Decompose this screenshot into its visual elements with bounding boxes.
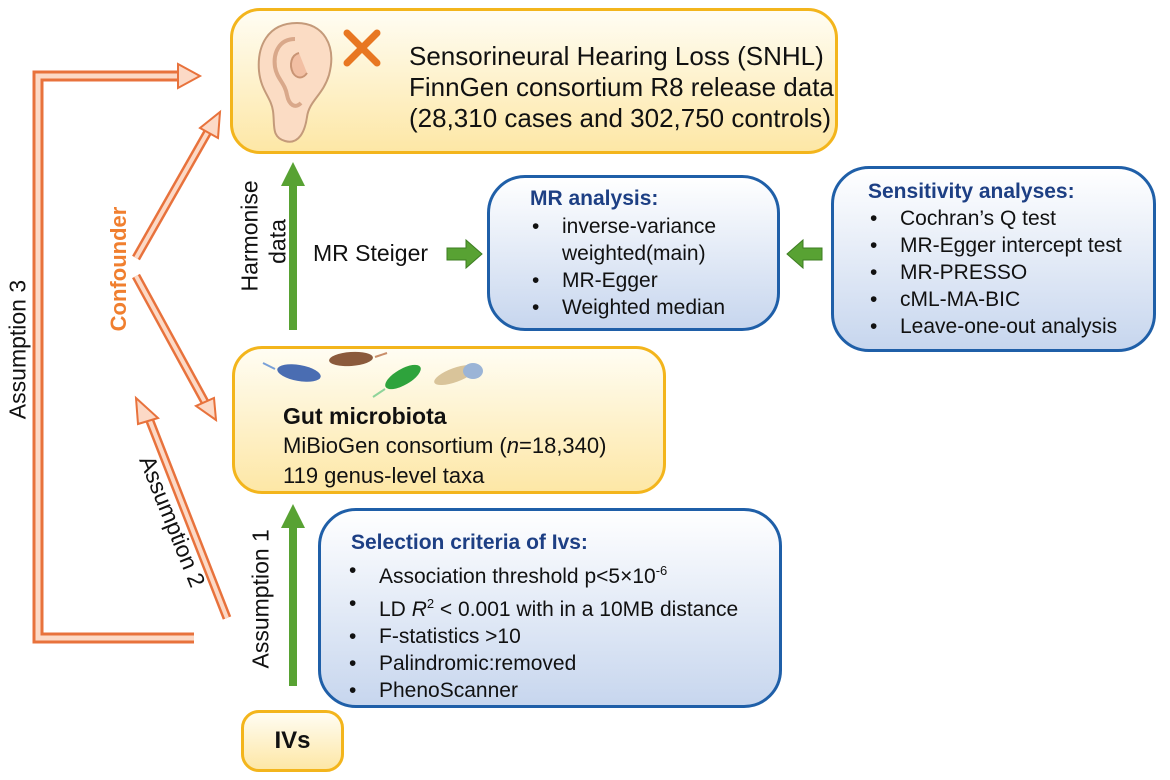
confounder-arrow-down — [132, 273, 218, 423]
assumption2-arrow — [134, 395, 232, 620]
list-item: cML-MA-BIC — [868, 286, 1122, 313]
list-item: LD R2 < 0.001 with in a 10MB distance — [347, 590, 738, 623]
list-item: inverse-variance — [530, 213, 725, 240]
confounder-label: Confounder — [106, 206, 131, 332]
mr-steiger-label: MR Steiger — [313, 240, 429, 266]
list-item: Association threshold p<5×10-6 — [347, 557, 738, 590]
list-item: MR-Egger intercept test — [868, 232, 1122, 259]
selection-title: Selection criteria of Ivs: — [351, 531, 588, 554]
mr-analysis-list: inverse-variance weighted(main) MR-Egger… — [530, 213, 725, 321]
bacteria-icon — [262, 351, 483, 398]
list-item: Weighted median — [530, 294, 725, 321]
list-item: weighted(main) — [562, 242, 706, 265]
snhl-box: Sensorineural Hearing Loss (SNHL) FinnGe… — [230, 8, 838, 154]
sensitivity-arrow — [786, 238, 823, 270]
harmonise-label-2: data — [264, 219, 291, 264]
list-item: F-statistics >10 — [347, 623, 738, 650]
assumption1-arrow — [281, 504, 305, 686]
assumption1-label: Assumption 1 — [247, 529, 274, 669]
sensitivity-box: Sensitivity analyses: Cochran’s Q test M… — [831, 166, 1156, 352]
mr-analysis-title: MR analysis: — [530, 187, 659, 210]
gut-title: Gut microbiota — [283, 403, 447, 429]
sensitivity-title: Sensitivity analyses: — [868, 180, 1075, 203]
gut-taxa: 119 genus-level taxa — [283, 463, 485, 488]
harmonise-arrow — [281, 162, 305, 330]
list-item: Leave-one-out analysis — [868, 313, 1122, 340]
sensitivity-list: Cochran’s Q test MR-Egger intercept test… — [868, 205, 1122, 340]
ivs-box: IVs — [241, 710, 344, 772]
confounder-arrow-up — [132, 109, 222, 261]
list-item: MR-Egger — [530, 267, 725, 294]
ivs-label: IVs — [274, 727, 311, 754]
mr-steiger-arrow — [446, 238, 483, 270]
mr-analysis-box: MR analysis: inverse-variance weighted(m… — [487, 175, 780, 331]
list-item: MR-PRESSO — [868, 259, 1122, 286]
ear-icon — [257, 21, 333, 143]
cross-icon — [343, 29, 381, 67]
list-item: PhenoScanner — [347, 677, 738, 704]
snhl-title: Sensorineural Hearing Loss (SNHL) — [409, 41, 824, 71]
selection-criteria-box: Selection criteria of Ivs: Association t… — [318, 508, 782, 708]
snhl-sample: (28,310 cases and 302,750 controls) — [409, 103, 832, 133]
assumption3-arrow — [32, 62, 203, 644]
snhl-source: FinnGen consortium R8 release data — [409, 72, 834, 102]
gut-source: MiBioGen consortium (n=18,340) — [283, 433, 607, 458]
selection-list: Association threshold p<5×10-6 LD R2 < 0… — [347, 557, 738, 704]
gut-microbiota-box: Gut microbiota MiBioGen consortium (n=18… — [232, 346, 666, 494]
assumption3-label: Assumption 3 — [4, 279, 31, 420]
list-item: Cochran’s Q test — [868, 205, 1122, 232]
harmonise-label-1: Harmonise — [236, 180, 263, 292]
list-item: Palindromic:removed — [347, 650, 738, 677]
